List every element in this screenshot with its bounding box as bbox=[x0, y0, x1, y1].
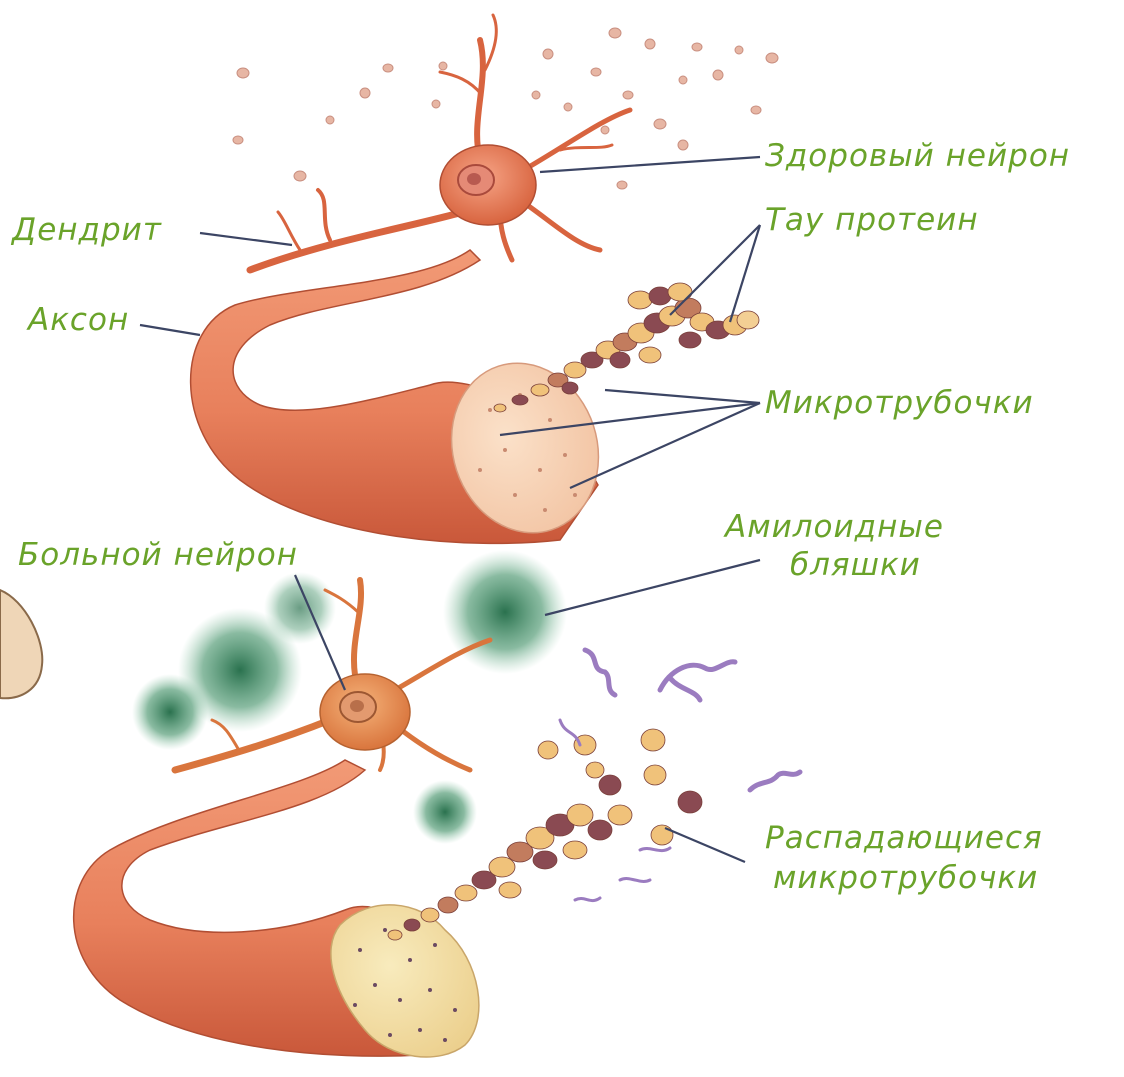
label-microtubules: Микротрубочки bbox=[765, 385, 1034, 421]
label-sick-neuron: Больной нейрон bbox=[18, 537, 298, 573]
healthy-dendrites bbox=[250, 15, 630, 270]
healthy-neuron bbox=[191, 15, 778, 552]
label-amyloid-plaques-line2: бляшки bbox=[790, 547, 921, 583]
label-healthy-neuron: Здоровый нейрон bbox=[765, 138, 1070, 174]
label-amyloid-plaques-line1: Амилоидные bbox=[723, 509, 944, 545]
label-disintegrating-line2: микротрубочки bbox=[773, 860, 1038, 896]
label-axon: Аксон bbox=[26, 302, 129, 338]
label-dendrite: Дендрит bbox=[10, 212, 162, 248]
diseased-neuron bbox=[0, 550, 800, 1057]
side-shape bbox=[0, 590, 42, 698]
label-disintegrating-line1: Распадающиеся bbox=[765, 820, 1043, 856]
label-tau-protein: Тау протеин bbox=[765, 202, 979, 238]
